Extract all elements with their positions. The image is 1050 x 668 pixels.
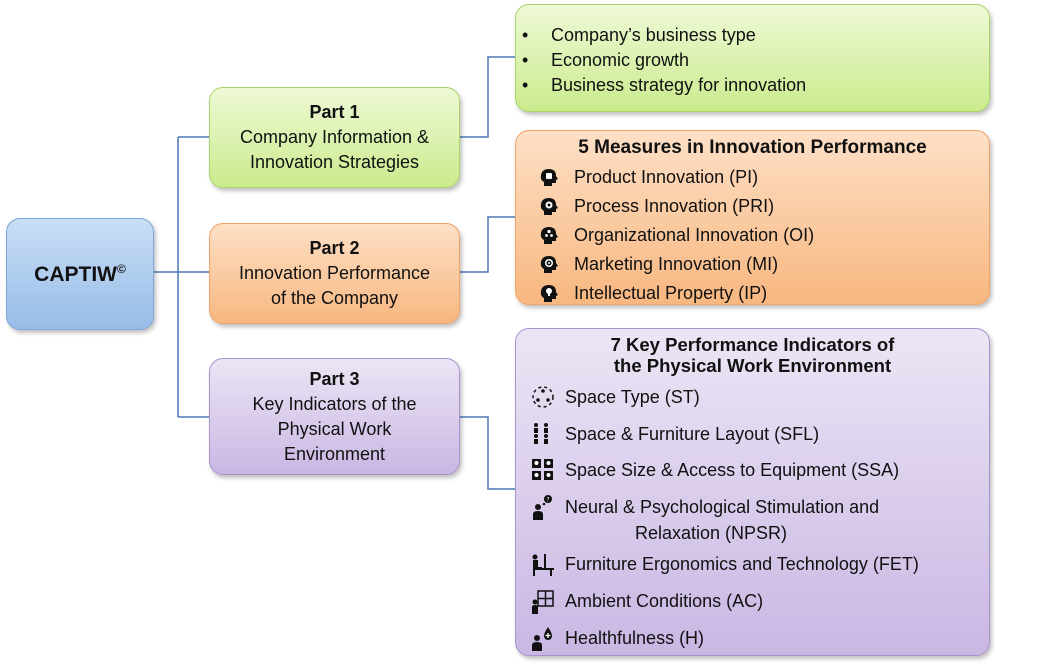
measure-item: Organizational Innovation (OI) [538,222,814,248]
part-3-desc-line2: Physical Work [277,418,392,439]
desk-computer-icon [532,554,554,576]
part-3-desc-line1: Key Indicators of the [252,393,417,414]
space-size-icon [532,459,553,480]
kpi-item: Space & Furniture Layout (SFL) [530,421,819,447]
head-bulb-icon [540,285,558,302]
kpi-box: 7 Key Performance Indicators of the Phys… [515,328,990,656]
measure-item: Product Innovation (PI) [538,164,758,190]
health-person-icon [532,627,552,651]
kpi-item: ? Neural & Psychological Stimulation and… [530,494,879,546]
list-item: •Company’s business type [522,25,756,45]
connector-root-parts [154,136,209,418]
measure-item: Intellectual Property (IP) [538,280,767,306]
root-title: CAPTIW© [34,261,126,286]
part-2-desc-line2: of the Company [270,288,399,308]
part-1-title: Part 1 [309,102,360,122]
kpi-title: 7 Key Performance Indicators of the Phys… [610,334,895,376]
measure-item: Process Innovation (PRI) [538,193,774,219]
list-item: •Economic growth [522,50,690,70]
svg-text:?: ? [546,497,549,504]
space-type-icon [532,386,554,408]
innovation-measures-box: 5 Measures in Innovation Performance Pro… [515,130,990,305]
kpi-item: Ambient Conditions (AC) [530,588,763,614]
furniture-layout-icon [534,423,548,444]
kpi-item: Space Type (ST) [530,384,700,410]
company-info-details-box: •Company’s business type •Economic growt… [515,4,990,112]
kpi-item: Healthfulness (H) [530,625,704,651]
part-3-title: Part 3 [309,368,360,389]
kpi-item: Space Size & Access to Equipment (SSA) [530,457,899,483]
head-gear-icon [540,198,558,215]
part-1-desc-line2: Innovation Strategies [249,152,420,172]
connector-part1-details [460,56,515,138]
part-2-box: Part 2 Innovation Performance of the Com… [209,223,460,324]
window-light-icon [532,590,554,614]
part-2-title: Part 2 [309,238,360,258]
measures-title: 5 Measures in Innovation Performance [578,137,927,158]
thinking-person-icon: ? [533,495,552,520]
part-3-box: Part 3 Key Indicators of the Physical Wo… [209,358,460,475]
part-1-box: Part 1 Company Information & Innovation … [209,87,460,188]
connector-part2-measures [460,216,515,273]
part-3-desc-line3: Environment [283,443,386,464]
captiw-root-box: CAPTIW© [6,218,154,330]
head-target-icon [540,256,558,273]
list-item: •Business strategy for innovation [522,75,807,95]
head-product-icon [540,169,558,186]
head-people-icon [540,227,558,244]
company-info-list: •Company’s business type •Economic growt… [522,23,989,98]
part-1-desc-line1: Company Information & [239,127,430,147]
connector-part3-kpis [460,416,515,490]
kpi-item: Furniture Ergonomics and Technology (FET… [530,551,919,577]
part-2-desc-line1: Innovation Performance [238,263,431,283]
measure-item: Marketing Innovation (MI) [538,251,778,277]
